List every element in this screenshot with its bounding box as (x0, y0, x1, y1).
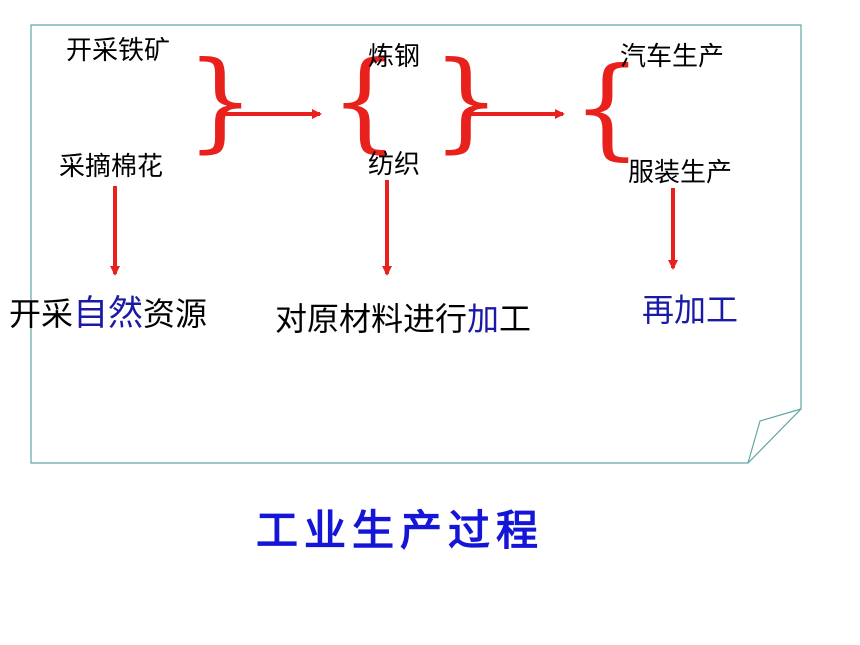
brace-open-stage2: { (330, 39, 399, 164)
stage1-label-part1: 开采 (9, 295, 74, 333)
stage1-bottom-text: 采摘棉花 (59, 152, 164, 182)
stage1-label-highlight: 自然 (73, 294, 144, 334)
stage2-label-highlight: 加 (467, 300, 500, 338)
page-frame (30, 24, 802, 464)
stage1-top-text: 开采铁矿 (66, 36, 171, 66)
stage3-label: 再加工 (642, 291, 739, 329)
brace-close-stage1: } (186, 39, 255, 164)
stage3-top-text: 汽车生产 (620, 42, 725, 72)
stage2-label: 对原材料进行加工 (275, 303, 531, 335)
stage2-label-part1: 对原材料进行 (275, 300, 468, 338)
stage1-label-part2: 资源 (143, 295, 208, 333)
diagram-title: 工业生产过程 (255, 506, 544, 555)
brace-open-stage3: { (572, 43, 642, 171)
stage3-bottom-text: 服装生产 (628, 158, 733, 188)
stage2-label-part2: 工 (499, 300, 532, 338)
stage1-label: 开采自然资源 (9, 297, 207, 332)
page-fold (747, 408, 802, 464)
stage2-bottom-text: 纺织 (368, 150, 421, 180)
brace-close-stage2: } (432, 39, 501, 164)
stage2-top-text: 炼钢 (368, 42, 421, 72)
